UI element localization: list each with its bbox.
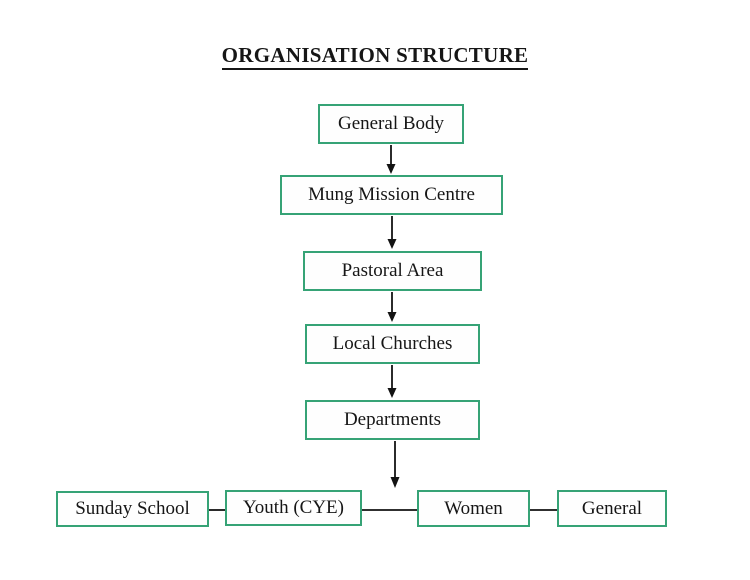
arrow-mungmission-to-pastoralarea xyxy=(387,216,397,249)
node-departments: Departments xyxy=(305,400,480,440)
node-departments-label: Departments xyxy=(343,409,442,430)
arrow-generalbody-to-mungmission xyxy=(386,145,396,174)
node-general: General xyxy=(557,490,667,527)
node-general-body-label: General Body xyxy=(337,113,445,134)
page-title-text: ORGANISATION STRUCTURE xyxy=(221,43,529,70)
arrow-localchurches-to-departments xyxy=(387,365,397,398)
node-pastoral-area: Pastoral Area xyxy=(303,251,482,291)
node-pastoral-area-label: Pastoral Area xyxy=(341,260,444,281)
node-sunday-school: Sunday School xyxy=(56,491,209,527)
arrow-pastoralarea-to-localchurches xyxy=(387,292,397,322)
node-sunday-school-label: Sunday School xyxy=(75,498,190,519)
node-general-body: General Body xyxy=(318,104,464,144)
node-mung-mission-centre: Mung Mission Centre xyxy=(280,175,503,215)
node-women: Women xyxy=(417,490,530,527)
node-local-churches-label: Local Churches xyxy=(332,333,453,354)
node-women-label: Women xyxy=(444,497,503,519)
node-mung-mission-centre-label: Mung Mission Centre xyxy=(308,184,475,205)
arrow-departments-to-row xyxy=(390,441,400,488)
node-youth-cye-label: Youth (CYE) xyxy=(242,497,344,518)
page-title: ORGANISATION STRUCTURE xyxy=(0,43,750,70)
node-local-churches: Local Churches xyxy=(305,324,480,364)
node-general-label: General xyxy=(581,497,643,519)
node-youth-cye: Youth (CYE) xyxy=(225,490,362,526)
